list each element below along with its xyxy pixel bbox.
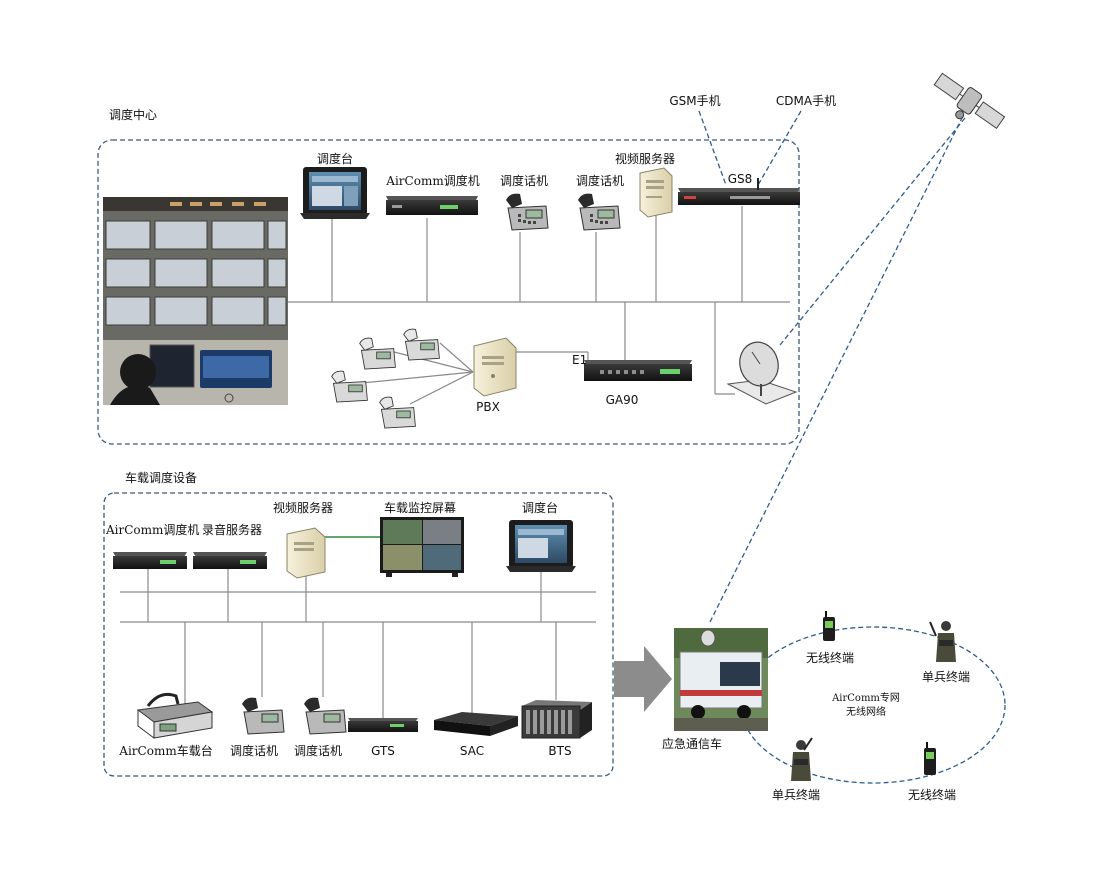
vehicle-equipment-title: 车载调度设备 [125,471,198,485]
bts-chassis-icon [521,700,592,739]
soldier-terminal-label: 单兵终端 [771,788,821,802]
wireless-network-title-line1: AirComm专网 [832,693,900,704]
desk-phone-icon [242,697,285,735]
wireless-network-ellipse [740,626,1006,784]
vehicle-dispatch-console-label: 调度台 [521,501,559,515]
vehicle-radio-icon [136,692,214,739]
dispatch-center-frame [97,139,800,445]
desk-phone-icon [403,328,440,361]
vehicle-radio-label: AirComm车载台 [119,744,213,758]
emergency-vehicle-label: 应急通信车 [661,737,723,751]
soldier-icon [791,737,813,781]
radio-links [698,110,966,623]
gts-rack-icon [348,718,418,732]
monitor-screen-label: 车载监控屏幕 [383,501,457,515]
sac-label: SAC [459,744,485,758]
aircomm-dispatcher-rack-icon [386,196,478,215]
recording-server-label: 录音服务器 [202,523,263,537]
pbx-server-icon [473,337,517,397]
desk-phone-icon [359,337,396,370]
dispatch-console-label: 调度台 [316,152,354,166]
video-server-label: 视频服务器 [614,152,676,166]
soldier-icon [929,621,956,662]
handheld-radio-icon [924,742,936,775]
video-server-icon [286,527,326,579]
e1-label: E1 [572,353,588,367]
dispatch-center-title: 调度中心 [109,108,158,122]
gs8-label: GS8 [727,172,753,186]
cdma-phone-label: CDMA手机 [775,94,837,108]
gs8-rack-icon [678,178,800,205]
wireless-terminal-label: 无线终端 [805,651,855,665]
desk-phone-icon [379,396,416,429]
desk-phone-icon [578,193,621,231]
vehicle-phone-label: 调度话机 [293,744,343,758]
desk-phone-icon [304,697,347,735]
deployment-arrow [614,646,672,712]
vehicle-bus-lines [120,568,596,718]
vehicle-video-server-label: 视频服务器 [272,501,334,515]
dispatch-phone-label: 调度话机 [575,174,625,188]
vehicle-phone-label: 调度话机 [229,744,279,758]
bts-label: BTS [548,744,572,758]
control-room-photo [103,197,288,405]
soldier-terminal-label: 单兵终端 [921,670,971,684]
satellite-icon [933,72,1006,130]
sac-unit-icon [434,712,518,736]
dispatch-phone-label: 调度话机 [499,174,549,188]
video-server-icon [639,167,673,218]
desk-phone-icon [506,193,549,231]
desk-phone-icon [331,370,368,403]
pbx-label: PBX [476,400,500,414]
dispatch-console-icon [506,520,576,572]
aircomm-dispatcher-rack-icon [113,552,187,569]
emergency-vehicle-icon [674,628,768,731]
wireless-terminal-label: 无线终端 [907,788,957,802]
ga90-label: GA90 [605,393,639,407]
vehicle-aircomm-dispatcher-label: AirComm调度机 [106,523,200,537]
handheld-radio-icon [823,611,835,641]
satellite-dish-icon [726,341,798,405]
recording-server-rack-icon [193,552,267,569]
vehicle-equipment-frame [103,492,614,777]
monitor-screen-icon [380,517,464,577]
aircomm-dispatcher-label: AirComm调度机 [386,174,480,188]
gsm-phone-label: GSM手机 [669,94,721,108]
ga90-rack-icon [584,360,692,381]
wireless-network-title-line2: 无线网络 [846,707,886,718]
dispatch-bus-lines [288,206,790,405]
dispatch-console-icon [300,167,370,219]
gts-label: GTS [371,744,395,758]
